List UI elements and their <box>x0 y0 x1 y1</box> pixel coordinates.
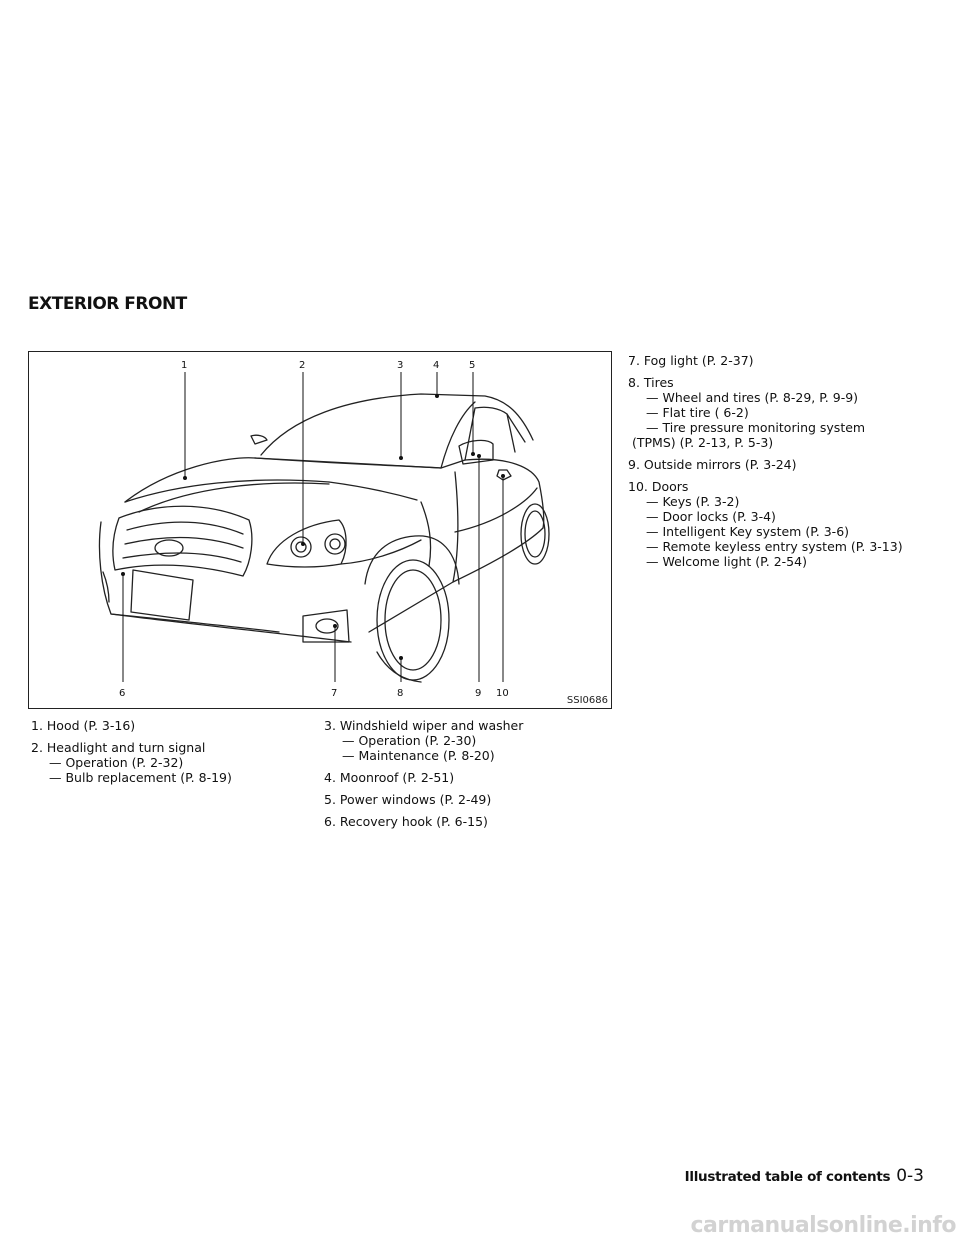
item-head: 7. Fog light (P. 2-37) <box>628 353 754 368</box>
item-sub: — Flat tire ( 6-2) <box>646 405 749 420</box>
list-item: 9. Outside mirrors (P. 3-24) <box>628 457 938 472</box>
column-right: 7. Fog light (P. 2-37) 8. Tires — Wheel … <box>628 353 938 576</box>
item-head: 2. Headlight and turn signal <box>31 740 206 755</box>
column-left: 1. Hood (P. 3-16) 2. Headlight and turn … <box>31 718 301 792</box>
item-sub: — Tire pressure monitoring system <box>646 420 866 435</box>
item-head: 3. Windshield wiper and washer <box>324 718 524 733</box>
item-head: 4. Moonroof (P. 2-51) <box>324 770 455 785</box>
list-item: 10. Doors — Keys (P. 3-2) — Door locks (… <box>628 479 938 569</box>
list-item: 2. Headlight and turn signal — Operation… <box>31 740 301 785</box>
callout-1: 1 <box>181 360 187 371</box>
item-sub: — Remote keyless entry system (P. 3-13) <box>646 539 903 554</box>
list-item: 4. Moonroof (P. 2-51) <box>324 770 614 785</box>
item-head: 10. Doors <box>628 479 689 494</box>
callout-3: 3 <box>397 360 403 371</box>
watermark: carmanualsonline.info <box>690 1213 957 1238</box>
item-sub: — Wheel and tires (P. 8-29, P. 9-9) <box>646 390 859 405</box>
list-item: 7. Fog light (P. 2-37) <box>628 353 938 368</box>
item-sub: — Operation (P. 2-30) <box>342 733 477 748</box>
page-footer: Illustrated table of contents 0-3 <box>685 1166 924 1186</box>
item-sub: (TPMS) (P. 2-13, P. 5-3) <box>632 435 774 450</box>
item-head: 1. Hood (P. 3-16) <box>31 718 136 733</box>
item-sub: — Intelligent Key system (P. 3-6) <box>646 524 850 539</box>
list-item: 5. Power windows (P. 2-49) <box>324 792 614 807</box>
item-sub: — Welcome light (P. 2-54) <box>646 554 807 569</box>
callout-4: 4 <box>433 360 439 371</box>
list-item: 8. Tires — Wheel and tires (P. 8-29, P. … <box>628 375 938 450</box>
item-sub: — Maintenance (P. 8-20) <box>342 748 495 763</box>
list-item: 6. Recovery hook (P. 6-15) <box>324 814 614 829</box>
item-head: 9. Outside mirrors (P. 3-24) <box>628 457 797 472</box>
item-head: 8. Tires <box>628 375 674 390</box>
list-item: 1. Hood (P. 3-16) <box>31 718 301 733</box>
item-head: 6. Recovery hook (P. 6-15) <box>324 814 488 829</box>
callout-8: 8 <box>397 688 403 699</box>
figure-code: SSI0686 <box>566 695 608 706</box>
item-sub: — Bulb replacement (P. 8-19) <box>49 770 232 785</box>
callout-6: 6 <box>119 688 125 699</box>
column-middle: 3. Windshield wiper and washer — Operati… <box>324 718 614 836</box>
exterior-front-illustration: 1 2 3 4 5 6 7 8 9 10 SSI0686 <box>28 351 612 709</box>
section-title: EXTERIOR FRONT <box>28 294 187 314</box>
callout-9: 9 <box>475 688 481 699</box>
car-drawing: 1 2 3 4 5 6 7 8 9 10 <box>98 360 550 699</box>
page-number: 0-3 <box>896 1166 924 1186</box>
item-sub: — Door locks (P. 3-4) <box>646 509 776 524</box>
item-head: 5. Power windows (P. 2-49) <box>324 792 492 807</box>
item-sub: — Keys (P. 3-2) <box>646 494 740 509</box>
callout-2: 2 <box>299 360 305 371</box>
callout-10: 10 <box>496 688 509 699</box>
list-item: 3. Windshield wiper and washer — Operati… <box>324 718 614 763</box>
callout-7: 7 <box>331 688 337 699</box>
footer-label: Illustrated table of contents <box>684 1169 891 1185</box>
callout-5: 5 <box>469 360 475 371</box>
item-sub: — Operation (P. 2-32) <box>49 755 184 770</box>
